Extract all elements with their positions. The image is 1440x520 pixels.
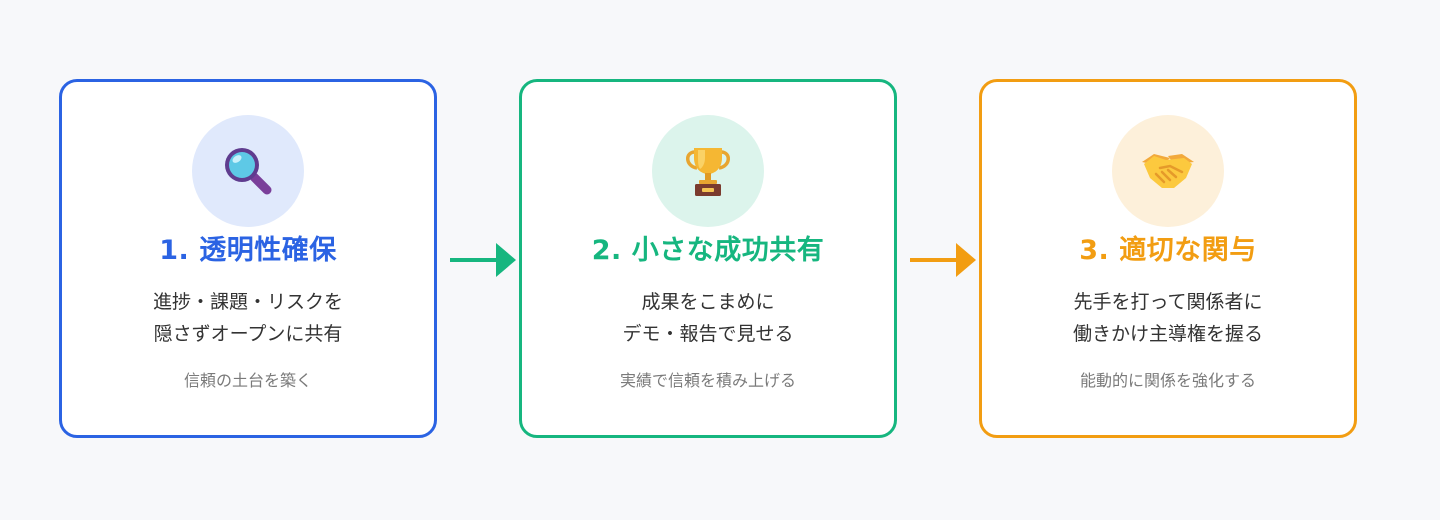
step-title: 1. 透明性確保	[159, 235, 337, 266]
step-description: 進捗・課題・リスクを 隠さずオープンに共有	[62, 286, 434, 350]
step-card-small-wins: 2. 小さな成功共有 成果をこまめに デモ・報告で見せる 実績で信頼を積み上げる	[519, 79, 897, 438]
step-description-line: 成果をこまめに	[641, 291, 775, 313]
step-card-transparency: 1. 透明性確保 進捗・課題・リスクを 隠さずオープンに共有 信頼の土台を築く	[59, 79, 437, 438]
trophy-icon	[686, 148, 730, 196]
step-description-line: 進捗・課題・リスクを	[152, 291, 343, 313]
step-note: 信頼の土台を築く	[183, 371, 312, 390]
handshake-icon	[1142, 154, 1194, 188]
arrow-right-icon	[910, 243, 976, 277]
step-note: 実績で信頼を積み上げる	[619, 371, 796, 390]
magnifying-glass-icon	[225, 148, 272, 195]
step-note: 能動的に関係を強化する	[1079, 371, 1256, 390]
icon-circle	[192, 115, 304, 227]
step-description-line: 隠さずオープンに共有	[153, 323, 343, 345]
step-title: 3. 適切な関与	[1079, 235, 1257, 266]
step-title: 2. 小さな成功共有	[591, 235, 825, 266]
step-description-line: デモ・報告で見せる	[622, 323, 794, 345]
step-description: 成果をこまめに デモ・報告で見せる	[522, 286, 894, 350]
arrow-right-icon	[450, 243, 516, 277]
icon-circle	[1112, 115, 1224, 227]
step-description: 先手を打って関係者に 働きかけ主導権を握る	[982, 286, 1354, 350]
icon-circle	[652, 115, 764, 227]
step-description-line: 先手を打って関係者に	[1073, 291, 1263, 313]
step-card-engagement: 3. 適切な関与 先手を打って関係者に 働きかけ主導権を握る 能動的に関係を強化…	[979, 79, 1357, 438]
step-description-line: 働きかけ主導権を握る	[1072, 323, 1263, 345]
